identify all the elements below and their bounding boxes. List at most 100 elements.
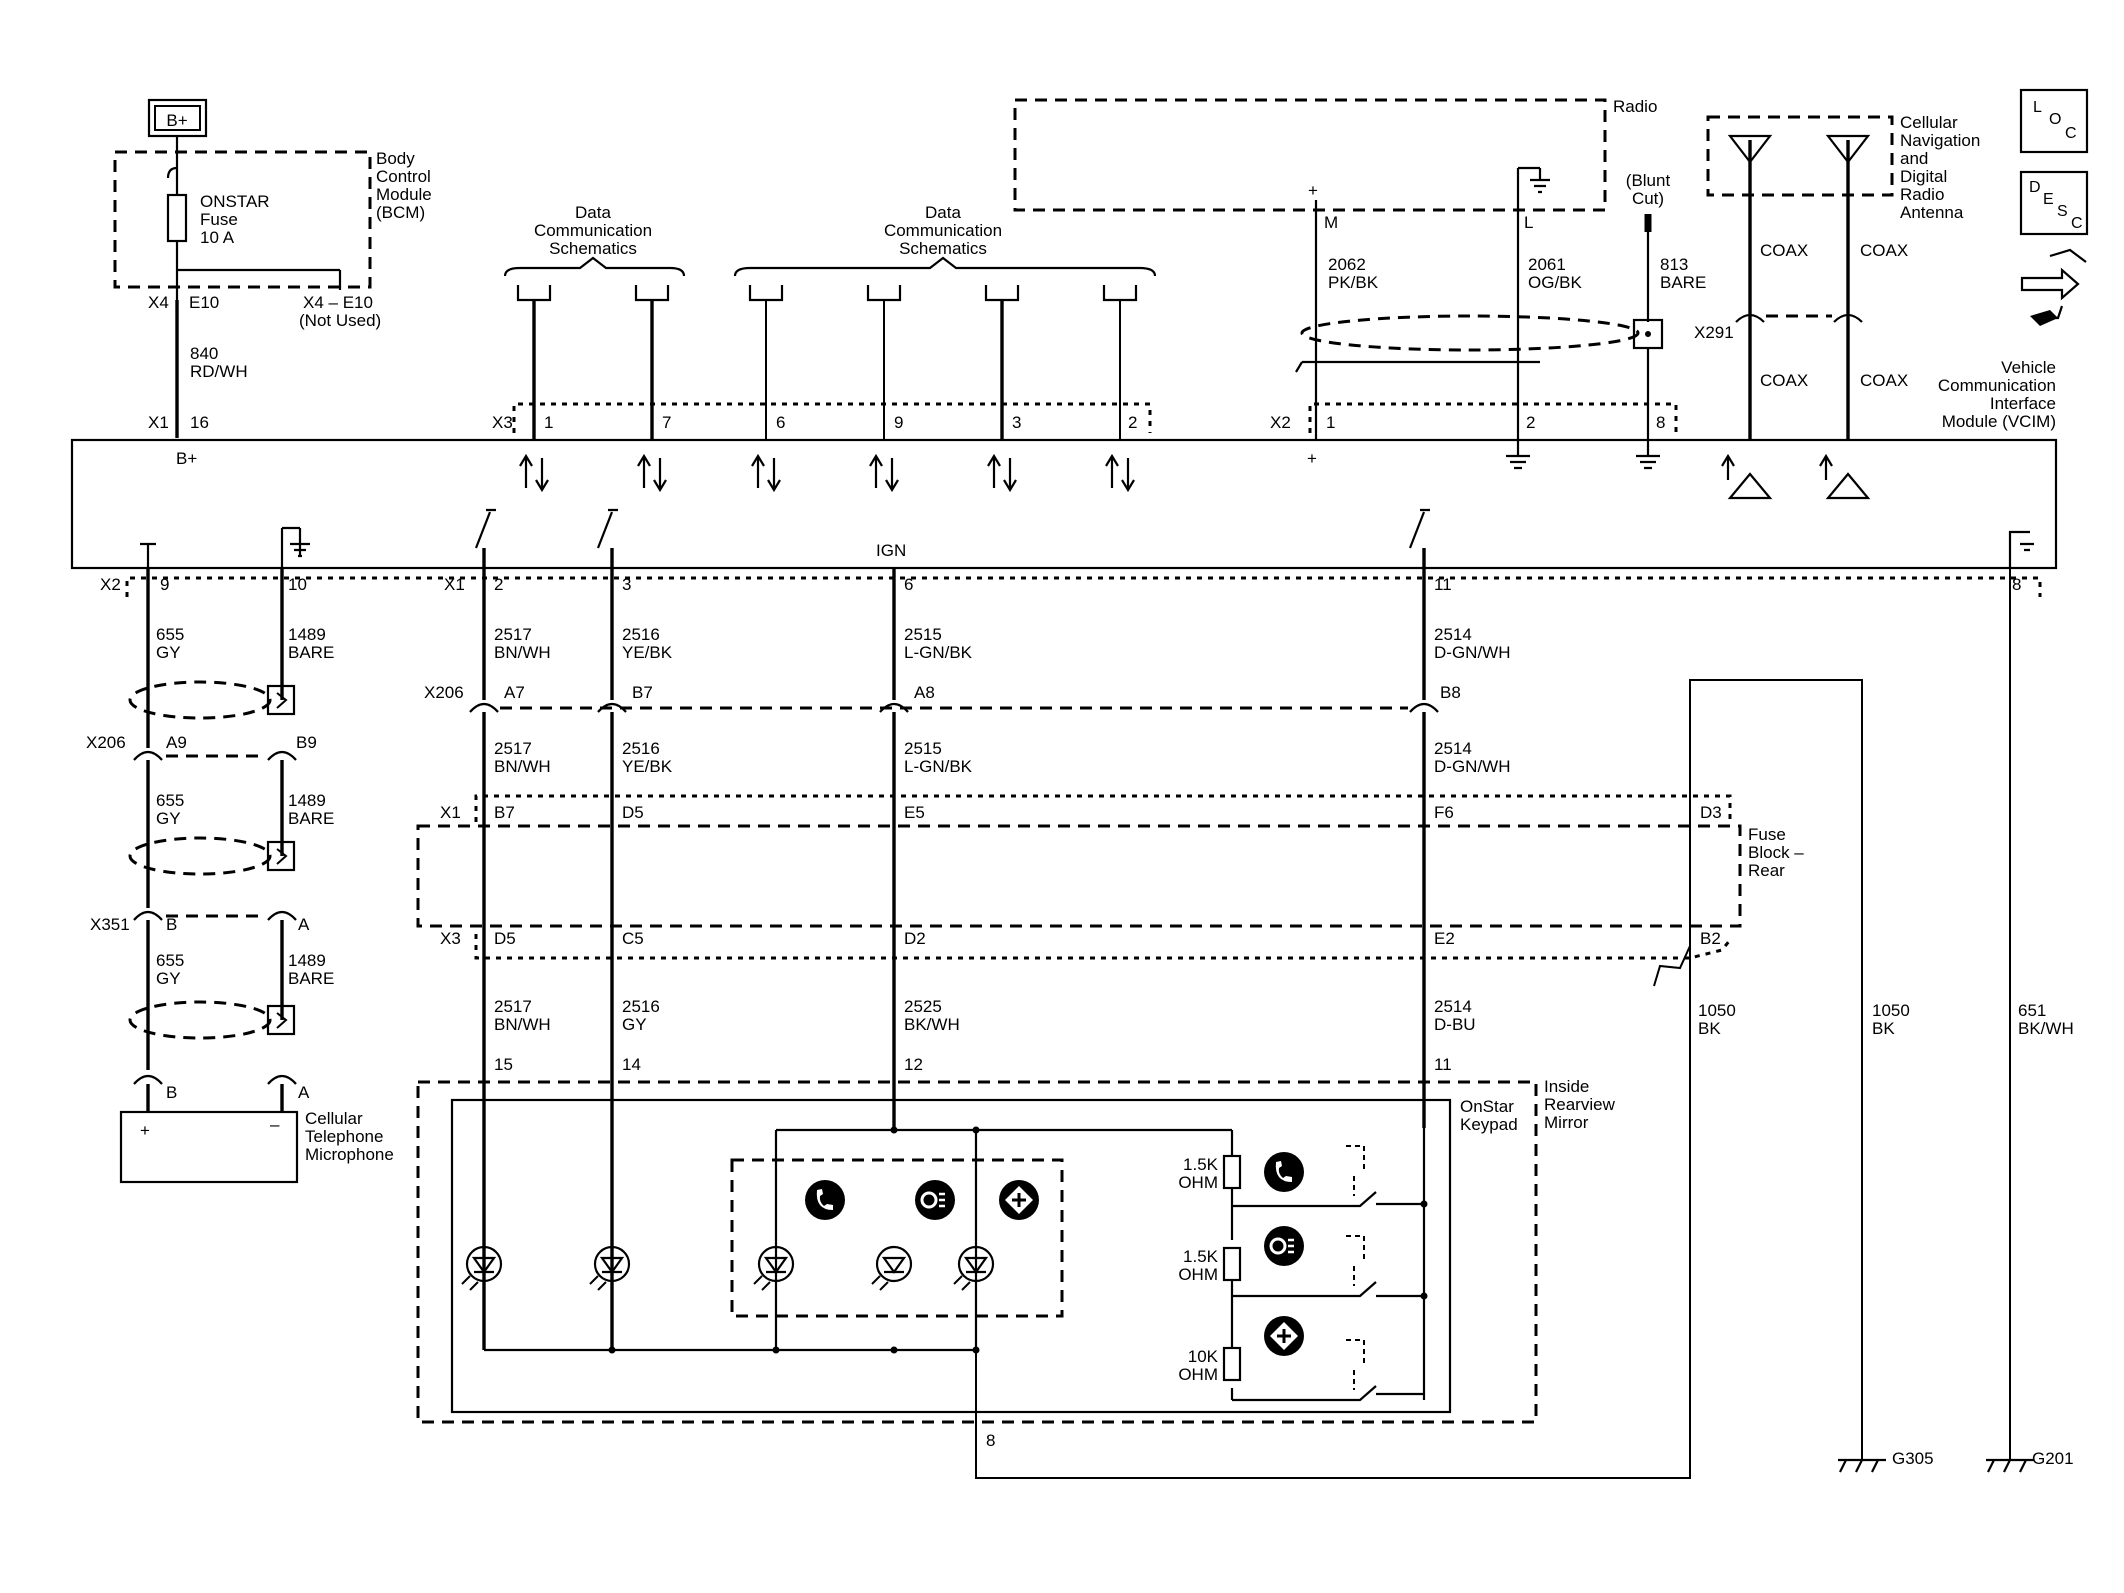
svg-text:2515: 2515 [904,625,942,644]
mic-x206-label: X206 [86,733,126,752]
svg-text:C: C [2071,215,2083,232]
svg-text:–: – [270,1115,280,1134]
svg-text:OnStar: OnStar [1460,1097,1514,1116]
svg-text:15: 15 [494,1055,513,1074]
svg-text:BK/WH: BK/WH [2018,1019,2074,1038]
svg-text:BN/WH: BN/WH [494,757,551,776]
svg-text:9: 9 [160,575,169,594]
emergency-button-icon[interactable] [1264,1316,1304,1356]
vcim-x1-lower: X1 [444,575,465,594]
svg-text:3: 3 [622,575,631,594]
onstar-button-icon[interactable] [1264,1226,1304,1266]
svg-text:GY: GY [156,643,181,662]
svg-text:2516: 2516 [622,997,660,1016]
microphone-box [119,1110,299,1184]
radio-label: Radio [1613,97,1657,116]
radio-pin-l: L [1524,213,1533,232]
g305-label: G305 [1892,1449,1934,1468]
svg-text:1: 1 [1326,413,1335,432]
radio-ground-icon [1518,166,1550,194]
mirror-internal-wiring [484,1128,1426,1402]
svg-text:2514: 2514 [1434,997,1472,1016]
svg-text:D-BU: D-BU [1434,1015,1476,1034]
svg-text:D: D [2029,179,2041,196]
data-pin-7 [634,285,670,440]
svg-text:Digital: Digital [1900,167,1947,186]
antenna-box [1706,115,1894,197]
svg-text:2514: 2514 [1434,625,1472,644]
onstar-keypad-box [450,1098,1452,1414]
svg-text:A: A [298,915,310,934]
wire-840-color: RD/WH [190,362,248,381]
svg-text:A8: A8 [914,683,935,702]
svg-text:B: B [166,1083,177,1102]
svg-text:11: 11 [1434,1055,1452,1074]
x291-label: X291 [1694,323,1734,342]
svg-text:Communication: Communication [884,221,1002,240]
data-pin-1 [516,285,552,440]
svg-text:Telephone: Telephone [305,1127,383,1146]
svg-text:D5: D5 [494,929,516,948]
main-harness-wires [482,548,1426,1350]
desc-icon[interactable]: D E S C [2019,170,2089,236]
vcim-label: Vehicle Communication Interface Module (… [1938,358,2056,431]
svg-text:10K: 10K [1188,1347,1219,1366]
connector-repair-icon[interactable] [2020,248,2087,326]
nav-antenna-icon [1825,134,1871,164]
vcim-ign-label: IGN [876,541,906,560]
svg-text:1.5K: 1.5K [1183,1247,1219,1266]
svg-text:O: O [2049,111,2061,128]
fuse-x3-label: X3 [440,929,461,948]
svg-text:(Blunt: (Blunt [1626,171,1671,190]
x3-connector-outline [512,402,1152,433]
svg-text:1050: 1050 [1698,1001,1736,1020]
svg-text:PK/BK: PK/BK [1328,273,1379,292]
fuse-block-label: Fuse Block – Rear [1748,825,1804,880]
vcim-plus: + [1307,449,1317,468]
svg-text:8: 8 [1656,413,1665,432]
g201-ground-icon [1986,1458,2034,1473]
svg-text:14: 14 [622,1055,641,1074]
svg-text:Schematics: Schematics [549,239,637,258]
svg-text:(BCM): (BCM) [376,203,425,222]
loc-icon[interactable]: L O C [2019,88,2089,154]
resistor-1 [1222,1154,1242,1190]
data-comm-label-left: Data Communication Schematics [534,203,652,258]
svg-text:D-GN/WH: D-GN/WH [1434,643,1510,662]
svg-text:Inside: Inside [1544,1077,1589,1096]
svg-text:Interface: Interface [1990,394,2056,413]
mirror-label: Inside Rearview Mirror [1544,1077,1616,1132]
svg-text:1489: 1489 [288,791,326,810]
svg-text:A9: A9 [166,733,187,752]
b-plus-label: B+ [166,111,187,130]
radio-pin-m: M [1324,213,1338,232]
svg-text:B9: B9 [296,733,317,752]
svg-text:BN/WH: BN/WH [494,1015,551,1034]
radio-box [1013,98,1607,212]
svg-text:Fuse: Fuse [200,210,238,229]
svg-text:and: and [1900,149,1928,168]
x3-pin-7: 7 [662,413,671,432]
svg-text:S: S [2057,203,2068,220]
svg-text:L: L [2033,99,2042,116]
mic-x351-label: X351 [90,915,130,934]
svg-text:OHM: OHM [1178,1365,1218,1384]
led-2 [589,1245,631,1291]
svg-text:Keypad: Keypad [1460,1115,1518,1134]
svg-text:2062: 2062 [1328,255,1366,274]
svg-text:BN/WH: BN/WH [494,643,551,662]
svg-text:2: 2 [494,575,503,594]
microphone-label: Cellular Telephone Microphone [305,1109,394,1164]
vcim-switch-3 [596,508,618,549]
blunt-cut-label: (Blunt Cut) [1626,171,1671,208]
svg-text:1.5K: 1.5K [1183,1155,1219,1174]
battery-supply: B+ [147,98,208,138]
svg-text:Module (VCIM): Module (VCIM) [1942,412,2056,431]
svg-text:BK: BK [1872,1019,1895,1038]
svg-text:2517: 2517 [494,997,532,1016]
cellular-antenna-icon [1727,134,1773,164]
svg-text:Navigation: Navigation [1900,131,1980,150]
svg-text:A: A [298,1083,310,1102]
vcim-ground-icon-3 [282,526,310,558]
call-button-icon[interactable] [1264,1152,1304,1192]
